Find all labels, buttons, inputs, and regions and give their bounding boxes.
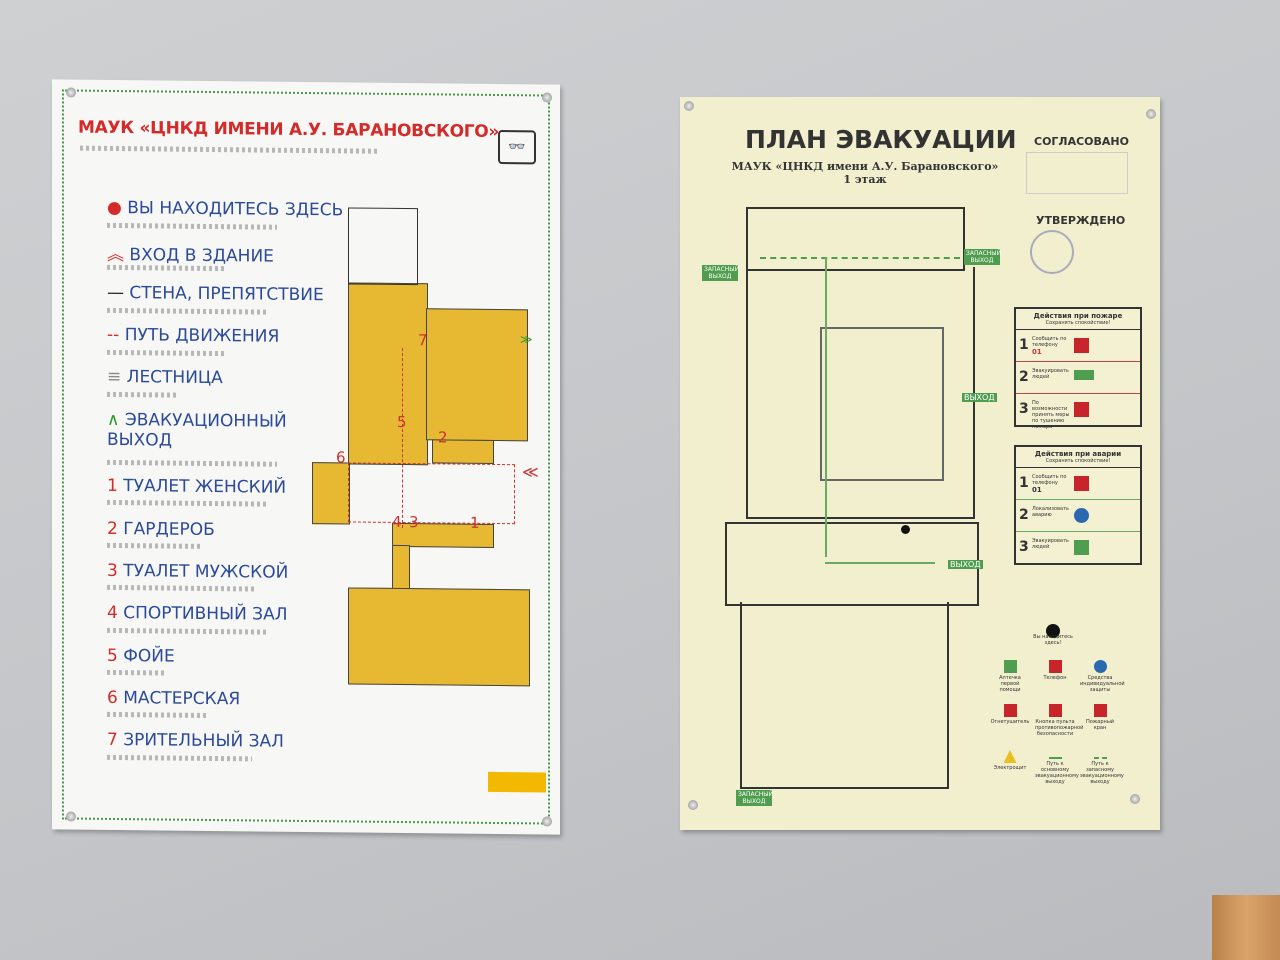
legend-first-aid: Аптечка первой помощи (990, 660, 1030, 693)
legend-stairs: ≡ ЛЕСТНИЦА (107, 366, 223, 389)
exit-chevron-icon: ∧ (107, 409, 120, 431)
location-pin-icon: ● (107, 197, 122, 219)
room-3: 3 ТУАЛЕТ МУЖСКОЙ (107, 560, 289, 583)
entrance-chevron-icon: ︽ (107, 244, 124, 266)
phone-icon (1074, 476, 1089, 491)
room-1: 1 ТУАЛЕТ ЖЕНСКИЙ (107, 475, 287, 498)
exit-sign: ВЫХОД (962, 393, 997, 402)
legend-path: -- ПУТЬ ДВИЖЕНИЯ (107, 324, 280, 347)
wooden-frame (1212, 895, 1280, 960)
legend-electrical-panel: Электрощит (990, 750, 1030, 771)
dashed-path-icon: -- (107, 324, 120, 346)
room-4: 4 СПОРТИВНЫЙ ЗАЛ (107, 602, 288, 625)
you-are-here-label: Вы находитесь здесь! (1033, 634, 1073, 646)
legend-spare-path: Путь к запасному эвакуационному выходу (1080, 757, 1124, 785)
spare-exit-sign: ЗАПАСНЫЙ ВЫХОД (736, 790, 774, 806)
room-7: 7 ЗРИТЕЛЬНЫЙ ЗАЛ (107, 729, 284, 752)
approved-label: СОГЛАСОВАНО (1034, 135, 1129, 148)
confirmed-label: УТВЕРЖДЕНО (1036, 214, 1126, 227)
legend-alarm-button: Кнопка пульта противопожарной безопаснос… (1035, 704, 1083, 737)
spare-exit-sign: ЗАПАСНЫЙ ВЫХОД (964, 249, 1002, 265)
you-are-here-dot (901, 525, 910, 534)
tactile-floor-sign: МАУК «ЦНКД ИМЕНИ А.У. БАРАНОВСКОГО» 👓 ● … (52, 79, 560, 835)
legend-fire-hydrant: Пожарный кран (1080, 704, 1120, 731)
you-are-here-icon (1046, 624, 1060, 638)
exit-sign: ВЫХОД (948, 560, 983, 569)
exit-chevron-icon: ≫ (520, 332, 533, 347)
room-2: 2 ГАРДЕРОБ (107, 518, 215, 541)
first-aid-icon (1074, 540, 1089, 555)
wall-line-icon: — (107, 282, 124, 304)
spare-exit-sign: ЗАПАСНЫЙ ВЫХОД (702, 265, 740, 281)
entrance-chevron-icon: ≪ (522, 462, 539, 482)
gas-mask-icon (1074, 508, 1089, 523)
exit-icon (1074, 370, 1094, 380)
legend-wall: — СТЕНА, ПРЕПЯТСТВИЕ (107, 282, 324, 306)
stamp (1030, 230, 1074, 274)
room-5: 5 ФОЙЕ (107, 645, 175, 667)
legend-exit: ∧ ЭВАКУАЦИОННЫЙ ВЫХОД (107, 409, 287, 451)
legend-entrance: ︽ ВХОД В ЗДАНИЕ (107, 244, 274, 267)
legend-phone: Телефон (1035, 660, 1075, 681)
glasses-icon: 👓 (498, 130, 536, 165)
legend-main-path: Путь к основному эвакуационному выходу (1035, 757, 1079, 785)
stairs-icon: ≡ (107, 366, 122, 388)
logo (488, 771, 546, 793)
legend-ppe: Средства индивидуальной защиты (1080, 660, 1125, 693)
phone-icon (1074, 338, 1089, 353)
evacuation-plan: ПЛАН ЭВАКУАЦИИ МАУК «ЦНКД имени А.У. Бар… (680, 97, 1160, 830)
plan-title: ПЛАН ЭВАКУАЦИИ (745, 125, 1017, 154)
legend-extinguisher: Огнетушитель (990, 704, 1030, 725)
room-6: 6 МАСТЕРСКАЯ (107, 687, 241, 710)
plan-subtitle: МАУК «ЦНКД имени А.У. Барановского»1 эта… (731, 160, 999, 186)
extinguisher-icon (1074, 402, 1089, 417)
legend-you-are-here: ● ВЫ НАХОДИТЕСЬ ЗДЕСЬ (107, 197, 344, 221)
